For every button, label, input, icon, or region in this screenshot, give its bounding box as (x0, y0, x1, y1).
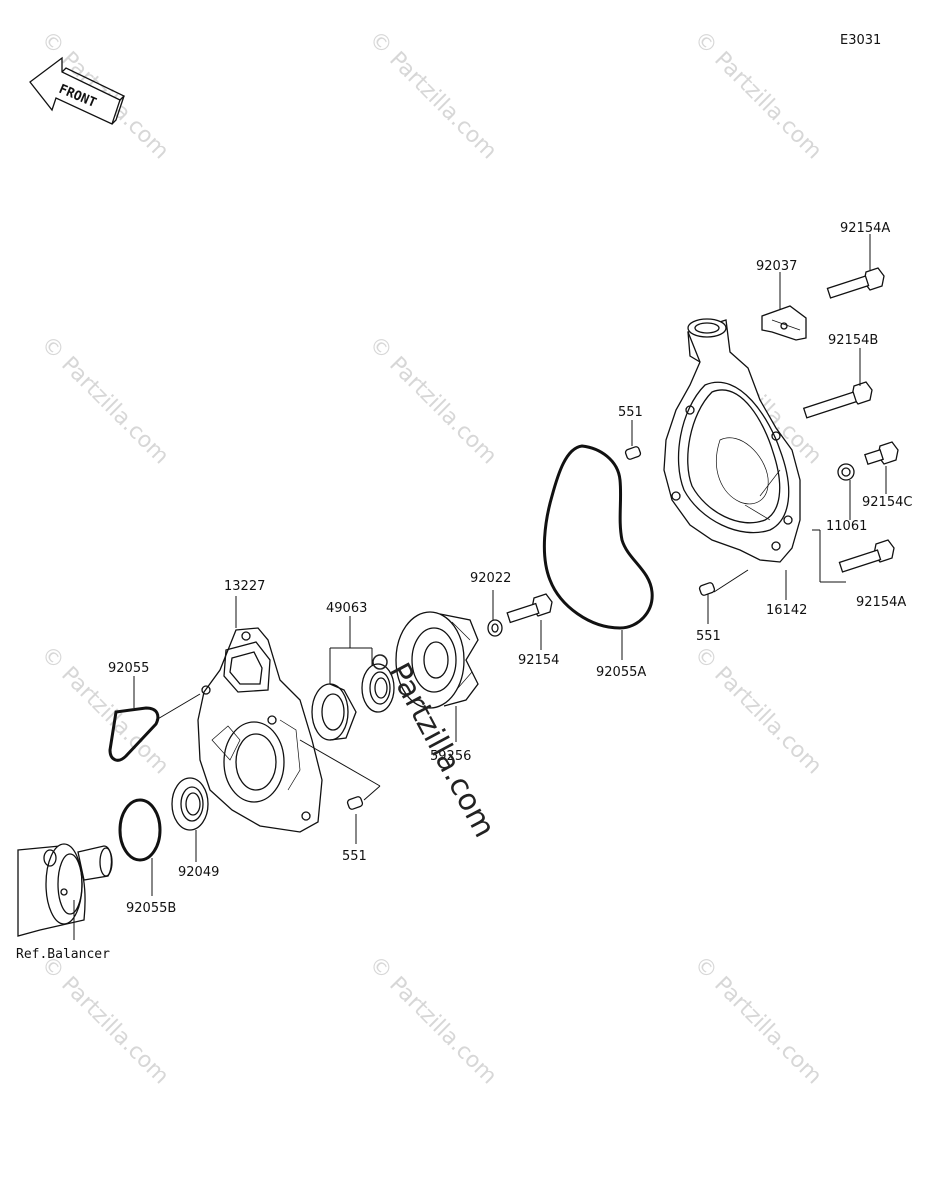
label-551-lower: 551 (342, 849, 367, 864)
washer-11061 (837, 463, 855, 481)
bolt-92154B (802, 381, 873, 419)
label-92154A-top: 92154A (840, 221, 890, 236)
label-13227: 13227 (224, 579, 265, 594)
label-92055B: 92055B (126, 901, 176, 916)
label-92022: 92022 (470, 571, 511, 586)
part-labels: 92154A 92037 92154B 551 92154C 11061 921… (16, 221, 912, 962)
pump-cover-16142 (663, 318, 801, 563)
label-92154A-bottom: 92154A (856, 595, 906, 610)
watermark-layer: © Partzilla.com © Partzilla.com © Partzi… (36, 27, 827, 1090)
bolt-92154A-top (826, 267, 885, 299)
watermark-text: © Partzilla.com (689, 27, 827, 165)
watermark-text: © Partzilla.com (364, 27, 502, 165)
pump-housing-13227 (197, 627, 323, 833)
oring-92055B (118, 798, 162, 862)
dowel-551-upper (624, 446, 642, 460)
label-92154B: 92154B (828, 333, 878, 348)
watermark-text: © Partzilla.com (689, 952, 827, 1090)
label-49063: 49063 (326, 601, 367, 616)
label-59256: 59256 (430, 749, 471, 764)
diagram-code: E3031 (840, 33, 881, 48)
watermark-text: © Partzilla.com (36, 952, 174, 1090)
label-551-right: 551 (696, 629, 721, 644)
front-arrow-icon: FRONT (29, 56, 126, 125)
gasket-92055A (542, 444, 654, 630)
label-92055A: 92055A (596, 665, 646, 680)
washer-92022 (487, 619, 503, 637)
label-92049: 92049 (178, 865, 219, 880)
label-ref-balancer: Ref.Balancer (16, 947, 110, 962)
seal-49063-a (361, 663, 395, 713)
label-551-upper: 551 (618, 405, 643, 420)
impeller-59256 (395, 611, 479, 709)
gasket-92055 (108, 706, 160, 762)
label-92037: 92037 (756, 259, 797, 274)
label-92154C: 92154C (862, 495, 912, 510)
oil-seal-92049 (171, 777, 209, 831)
label-11061: 11061 (826, 519, 867, 534)
dowel-551-lower (346, 796, 364, 810)
clip-92037 (761, 305, 807, 341)
label-92055: 92055 (108, 661, 149, 676)
balancer-shaft (17, 843, 113, 937)
bolt-92154 (506, 593, 553, 624)
watermark-text: © Partzilla.com (689, 642, 827, 780)
dowel-551-right (698, 582, 716, 596)
watermark-text: © Partzilla.com (364, 952, 502, 1090)
label-92154: 92154 (518, 653, 559, 668)
leader-lines (73, 234, 887, 940)
watermark-text: © Partzilla.com (364, 332, 502, 470)
bolt-92154A-bottom (838, 539, 895, 573)
bolt-92154C (864, 441, 899, 466)
seal-49063-b (311, 683, 357, 741)
label-16142: 16142 (766, 603, 807, 618)
watermark-text: © Partzilla.com (36, 332, 174, 470)
